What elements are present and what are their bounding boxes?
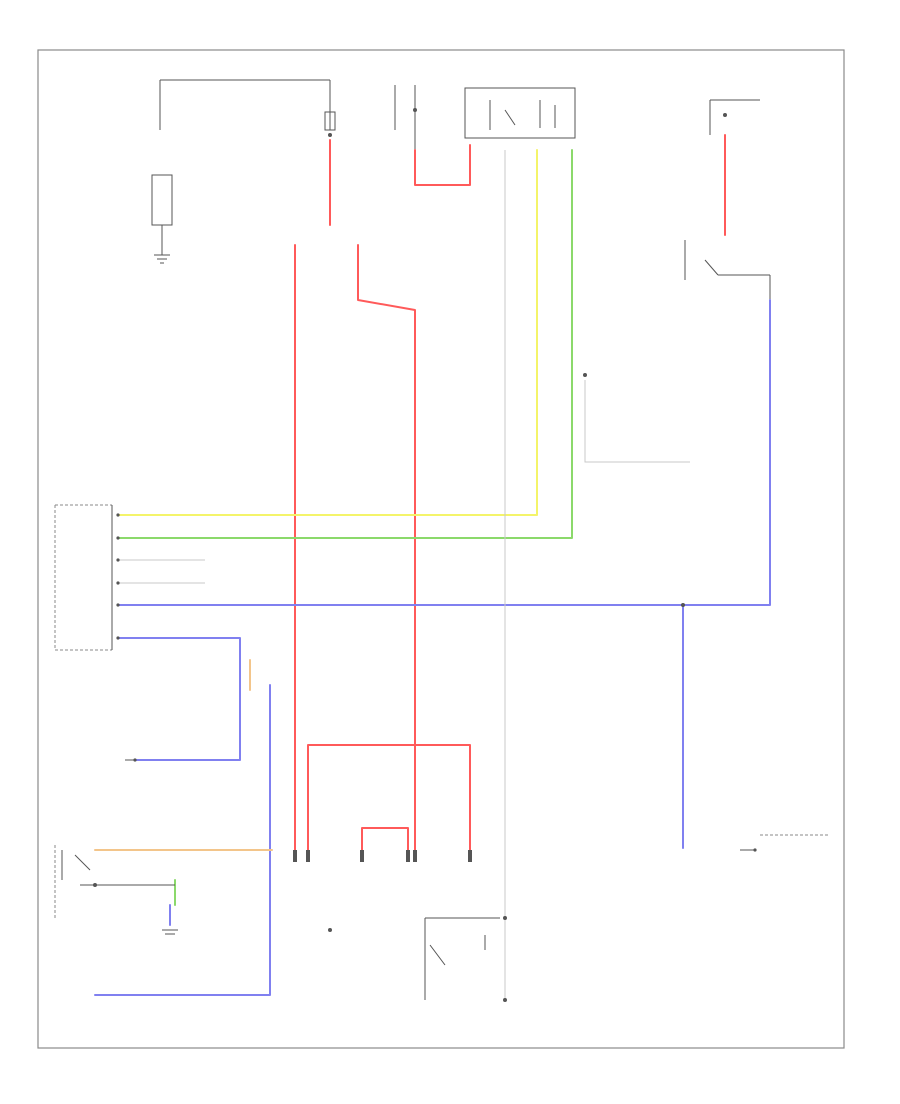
brake-pedal-switch <box>684 240 771 300</box>
starter-relay-box <box>464 87 576 139</box>
relay-housing <box>464 87 576 139</box>
ignition-relay-right <box>709 99 760 135</box>
blue-wire-pcm-can <box>117 299 771 606</box>
blue-wire-generator-lin <box>94 684 271 996</box>
generator-ground-point <box>328 928 332 932</box>
battery-sensor-ground <box>151 174 173 264</box>
blue-wire-pcm-trans <box>117 637 241 761</box>
yellow-wire-pcm-signal <box>117 149 538 516</box>
fuse-symbol <box>324 111 336 131</box>
red-wire-generator-loop-a <box>307 744 471 856</box>
splice-point <box>681 603 685 607</box>
generator-connector <box>293 850 472 932</box>
hot-in-run-fuse-block <box>394 85 417 150</box>
red-wire-generator-sense <box>357 244 416 856</box>
clutch-pedal-position-switch <box>54 845 178 935</box>
splice-point <box>583 373 587 377</box>
diagram-border <box>37 49 845 1049</box>
battery-sensor-symbol <box>151 174 173 226</box>
powertrain-control-module <box>54 504 120 651</box>
transmission-range-sensor <box>125 758 137 762</box>
hot-at-all-times-fuse-block <box>159 79 336 137</box>
starter-relay-bottom <box>424 916 507 1002</box>
green-wire-pcm-signal <box>117 149 573 539</box>
red-wire-relay-feed <box>414 144 471 186</box>
grey-wire-ipc-lighting <box>584 380 690 463</box>
instrument-panel-cluster <box>740 834 830 852</box>
red-wire-generator-loop-b <box>361 827 409 856</box>
